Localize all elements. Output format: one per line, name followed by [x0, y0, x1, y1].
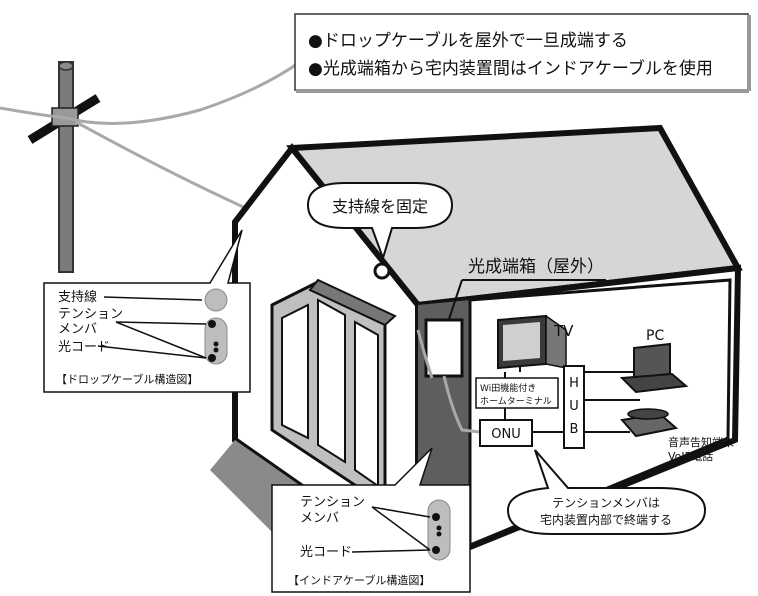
- note-line-2: ●光成端箱から宅内装置間はインドアケーブルを使用: [308, 58, 713, 79]
- hub-letter-u: U: [569, 399, 579, 414]
- tv: TV: [497, 314, 574, 370]
- home-terminal-line2: ホームターミナル: [480, 396, 552, 407]
- callout-tension-line1: テンションメンバは: [552, 496, 660, 510]
- indoor-optical-cord-label: 光コード: [300, 545, 352, 560]
- drop-support-line-label: 支持線: [58, 289, 97, 305]
- indoor-tension-member-label-2: メンバ: [300, 511, 339, 526]
- utility-pole: [27, 61, 101, 273]
- pc-label: PC: [646, 328, 664, 344]
- drop-cable-caption: 【ドロップケーブル構造図】: [56, 372, 198, 386]
- hub-letter-h: H: [569, 376, 579, 391]
- home-terminal-line1: Wi田機能付き: [480, 382, 536, 394]
- termination-box-label-text: 光成端箱（屋外）: [468, 257, 604, 277]
- tv-label: TV: [553, 322, 574, 340]
- indoor-cable-structure: テンション メンバ 光コード 【インドアケーブル構造図】: [271, 447, 471, 593]
- notes-box: ●ドロップケーブルを屋外で一旦成端する ●光成端箱から宅内装置間はインドアケーブ…: [294, 13, 751, 93]
- callout-tension-line2: 宅内装置内部で終端する: [540, 512, 672, 527]
- hub-letter-b: B: [570, 422, 579, 437]
- phone-label-line2: VoIP電話: [668, 449, 713, 463]
- callout-fixing: 支持線を固定: [306, 182, 454, 262]
- onu-label: ONU: [491, 427, 520, 442]
- drop-cable-structure: 支持線 テンション メンバ 光コード 【ドロップケーブル構造図】: [43, 229, 251, 393]
- phone-label-line1: 音声告知端末: [668, 435, 734, 449]
- callout-tension-member: テンションメンバは 宅内装置内部で終端する: [506, 449, 707, 535]
- optical-termination-box: [424, 318, 464, 378]
- drop-optical-cord-label: 光コード: [58, 340, 110, 355]
- indoor-wiring: [416, 329, 481, 434]
- home-terminal: Wi田機能付き ホームターミナル: [475, 377, 559, 409]
- indoor-cable-caption: 【インドアケーブル構造図】: [288, 573, 430, 587]
- indoor-tension-member-label-1: テンション: [300, 495, 365, 510]
- note-line-1: ●ドロップケーブルを屋外で一旦成端する: [308, 30, 628, 51]
- drop-tension-member-label-2: メンバ: [58, 322, 97, 337]
- pc: PC: [619, 328, 689, 394]
- drop-tension-member-label-1: テンション: [58, 307, 123, 322]
- callout-fixing-text: 支持線を固定: [332, 197, 428, 216]
- hub: H U B: [563, 365, 585, 449]
- onu: ONU: [479, 419, 533, 447]
- voip-phone: 音声告知端末 VoIP電話: [620, 408, 734, 463]
- support-line-fixing-point: [373, 262, 391, 280]
